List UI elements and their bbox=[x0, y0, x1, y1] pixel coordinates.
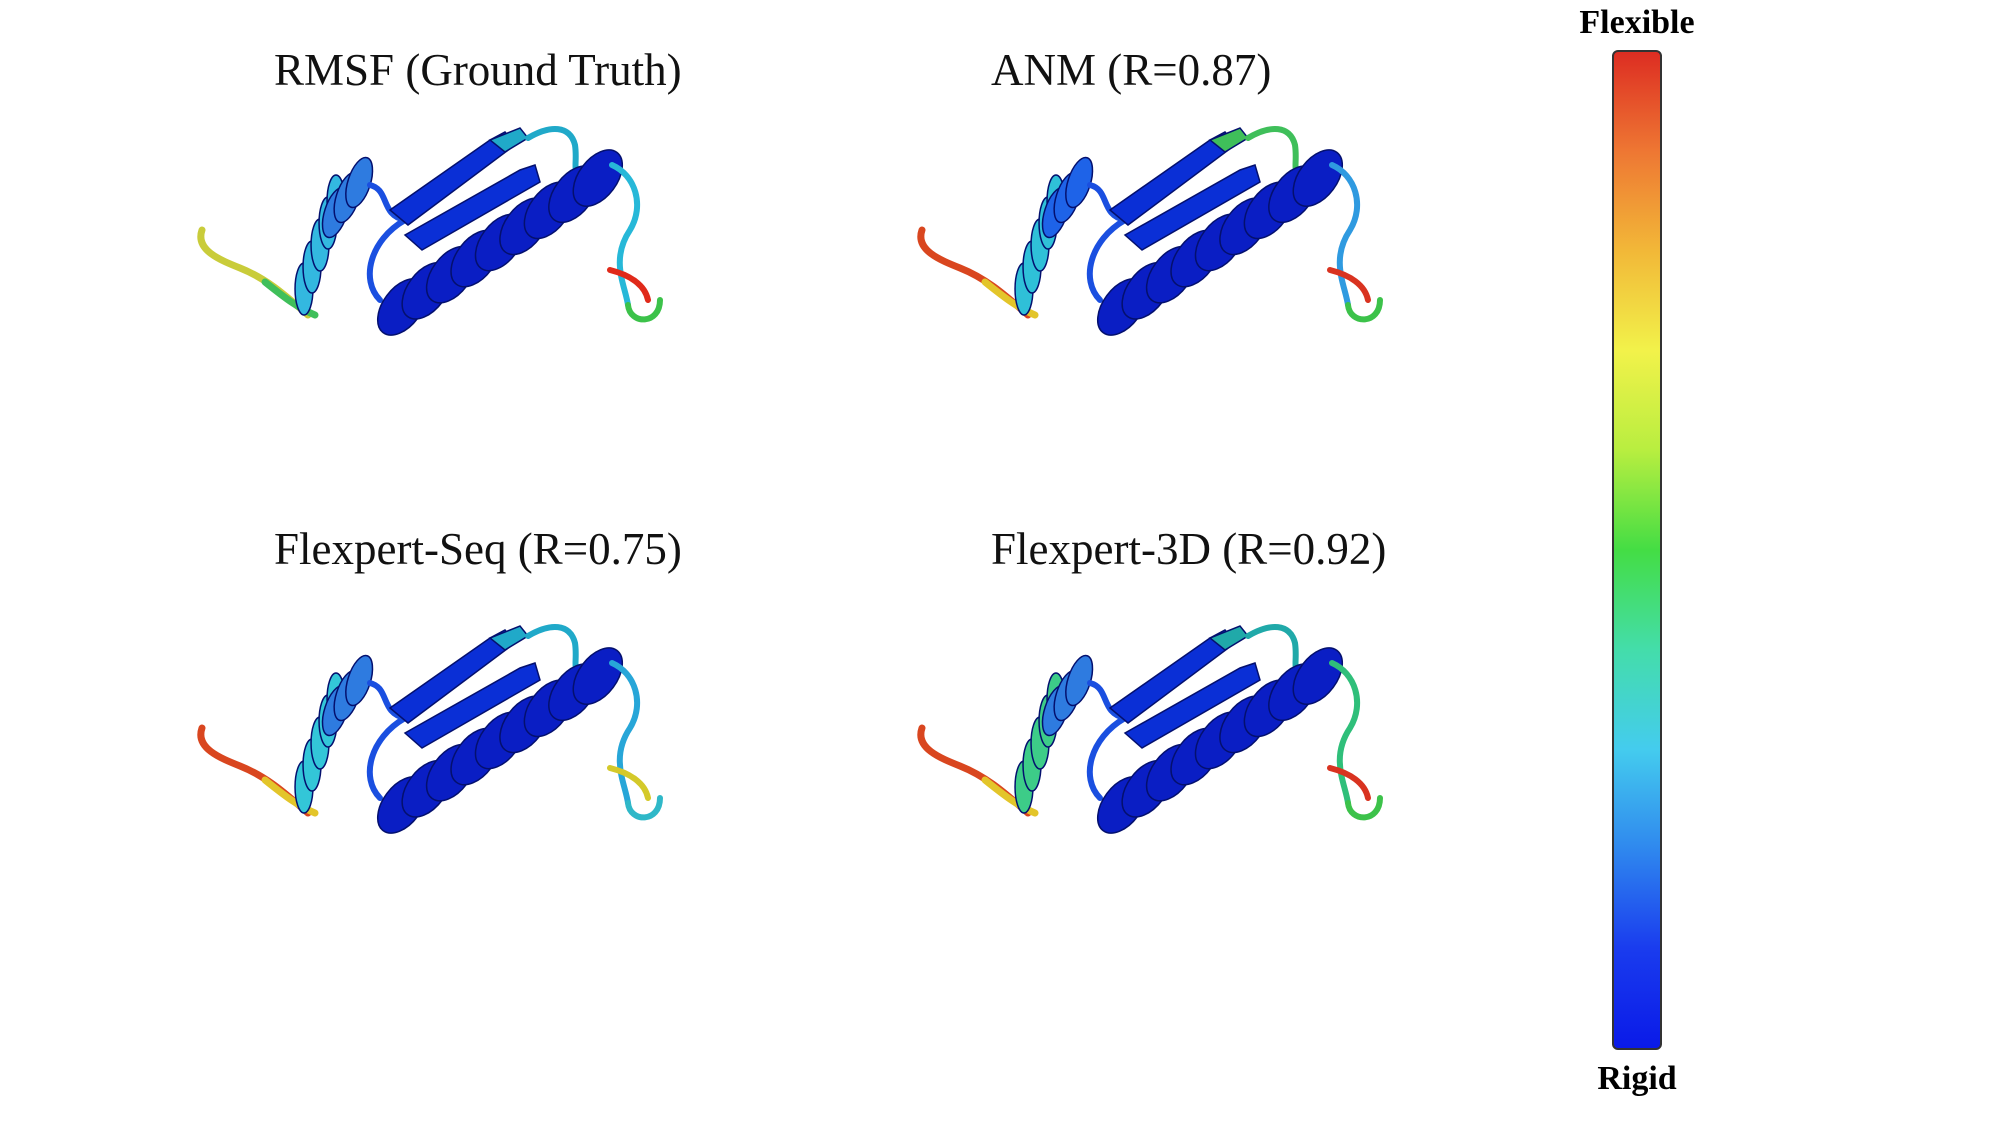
linker-coil-2 bbox=[366, 715, 408, 801]
colorbar-bottom-label: Rigid bbox=[1597, 1060, 1677, 1097]
panel-title-rmsf: RMSF (Ground Truth) bbox=[274, 45, 682, 95]
cterm-loop bbox=[1329, 660, 1361, 806]
nterm-tail-mid bbox=[981, 278, 1039, 319]
protein-cartoon-rmsf bbox=[197, 125, 663, 336]
protein-cartoon-flexpert-seq bbox=[197, 623, 663, 834]
cterm-tip bbox=[1327, 765, 1371, 801]
linker-coil-2 bbox=[366, 217, 408, 303]
helix-2 bbox=[376, 647, 624, 834]
beta-strand-2 bbox=[403, 164, 541, 251]
protein-cartoon-anm bbox=[917, 125, 1383, 336]
cterm-loop bbox=[1329, 162, 1361, 308]
colorbar-top-label: Flexible bbox=[1579, 4, 1695, 41]
helix-2 bbox=[1096, 647, 1344, 834]
helix-2 bbox=[376, 149, 624, 336]
helix-1-upper bbox=[1041, 156, 1094, 239]
cterm-loop bbox=[609, 162, 641, 308]
beta-strand-2 bbox=[1123, 662, 1261, 749]
cterm-hook bbox=[625, 795, 663, 821]
cterm-tip bbox=[1327, 267, 1371, 303]
helix-2 bbox=[1096, 149, 1344, 336]
panel-title-flexpert-seq: Flexpert-Seq (R=0.75) bbox=[274, 524, 682, 574]
cterm-loop bbox=[609, 660, 641, 806]
helix-1-upper bbox=[1041, 654, 1094, 737]
colorbar-gradient bbox=[1612, 50, 1662, 1050]
protein-cartoon-flexpert-3d bbox=[917, 623, 1383, 834]
nterm-tail-mid bbox=[981, 776, 1039, 817]
linker-coil-2 bbox=[1086, 715, 1128, 801]
cterm-tip bbox=[607, 765, 651, 801]
beta-strand-2 bbox=[1123, 164, 1261, 251]
cterm-hook bbox=[625, 297, 663, 323]
cterm-hook bbox=[1345, 795, 1383, 821]
linker-coil-2 bbox=[1086, 217, 1128, 303]
cterm-hook bbox=[1345, 297, 1383, 323]
cterm-tip bbox=[607, 267, 651, 303]
helix-1-upper bbox=[321, 156, 374, 239]
panel-title-anm: ANM (R=0.87) bbox=[991, 45, 1272, 95]
nterm-tail-mid bbox=[261, 776, 319, 817]
beta-strand-2 bbox=[403, 662, 541, 749]
nterm-tail-mid bbox=[261, 278, 319, 319]
panel-title-flexpert-3d: Flexpert-3D (R=0.92) bbox=[991, 524, 1387, 574]
helix-1-upper bbox=[321, 654, 374, 737]
